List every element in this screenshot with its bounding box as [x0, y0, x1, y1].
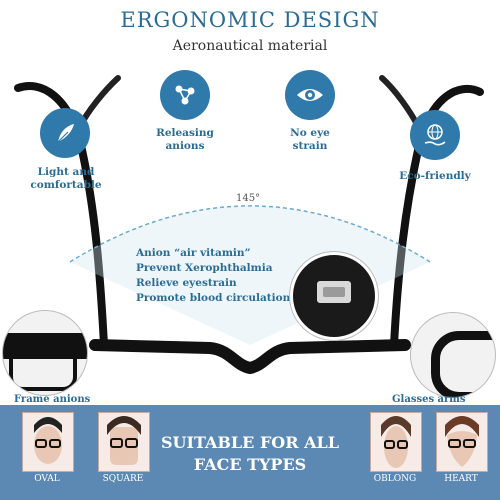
glasses-illustration [14, 75, 484, 375]
face-label-oblong: OBLONG [373, 474, 417, 484]
callout-frame-anions: Frame anions [14, 394, 91, 405]
list-item: Prevent Xerophthalmia [136, 262, 273, 274]
page-subtitle: Aeronautical material [172, 38, 328, 54]
feature-label-anions: Releasing anions [156, 127, 214, 152]
suitable-for-all-text: SUITABLE FOR ALL FACE TYPES [160, 433, 340, 474]
feature-label-eye: No eye strain [290, 127, 330, 152]
face-label-oval: OVAL [34, 474, 60, 484]
feature-label-light: Light and comfortable [30, 166, 102, 191]
list-item: Relieve eyestrain [136, 277, 237, 289]
face-heart-image [436, 412, 488, 472]
feather-icon [40, 108, 90, 158]
list-item: Anion “air vitamin” [136, 247, 251, 259]
eye-icon [285, 70, 335, 120]
glasses-front-frame [89, 339, 411, 375]
face-label-square: SQUARE [102, 474, 144, 484]
globe-hand-icon [410, 110, 460, 160]
face-label-heart: HEART [444, 474, 478, 484]
arms-zoom-circle [410, 312, 496, 398]
face-oblong-image [370, 412, 422, 472]
hinge-zoom-circle [290, 252, 378, 340]
feature-label-eco: Eco-friendly [399, 170, 471, 182]
molecule-icon [160, 70, 210, 120]
right-temple-arm [390, 84, 484, 349]
left-temple-arm [14, 82, 108, 349]
face-square-image [98, 412, 150, 472]
frame-zoom-circle [2, 310, 88, 396]
page-title: ERGONOMIC DESIGN [120, 8, 380, 32]
angle-label: 145° [236, 193, 261, 204]
anion-benefits-list: Anion “air vitamin” Prevent Xerophthalmi… [136, 246, 306, 306]
angle-arc [69, 205, 431, 263]
list-item: Promote blood circulation [136, 292, 291, 304]
face-oval-image [22, 412, 74, 472]
